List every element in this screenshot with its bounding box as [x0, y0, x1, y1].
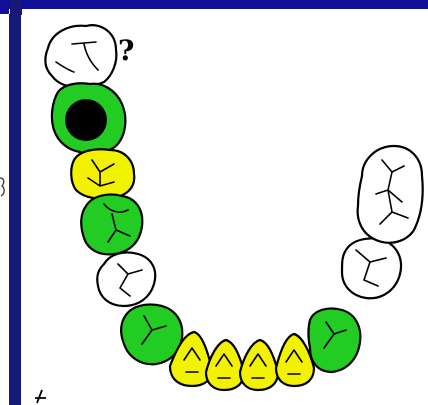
tooth-8-crown [206, 340, 244, 390]
bottom-edge-glyph-icon [34, 388, 48, 405]
tooth-13[interactable] [358, 146, 423, 243]
uncertain-question-mark: ? [118, 36, 134, 66]
tooth-11-crown [309, 308, 361, 372]
tooth-9-crown [240, 340, 278, 390]
tooth-5[interactable] [97, 252, 155, 306]
left-edge-artifact [0, 176, 6, 202]
left-edge-glyph-icon [0, 176, 6, 202]
tooth-9[interactable] [240, 340, 278, 390]
tooth-6-crown [121, 305, 182, 365]
tooth-1[interactable] [45, 25, 116, 86]
tooth-2[interactable] [52, 83, 125, 154]
tooth-2-lesion-marker [65, 99, 107, 141]
tooth-1-crown [45, 25, 116, 86]
tooth-12-crown [342, 238, 401, 298]
tooth-3[interactable] [71, 149, 134, 198]
tooth-6[interactable] [121, 305, 182, 365]
tooth-13-crown [358, 146, 423, 243]
tooth-3-crown [71, 149, 134, 198]
tooth-12[interactable] [342, 238, 401, 298]
tooth-8[interactable] [206, 340, 244, 390]
tooth-5-crown [97, 252, 155, 306]
tooth-4-crown [81, 194, 142, 254]
tooth-4[interactable] [81, 194, 142, 254]
tooth-11[interactable] [309, 308, 361, 372]
bottom-edge-artifact [34, 388, 48, 405]
